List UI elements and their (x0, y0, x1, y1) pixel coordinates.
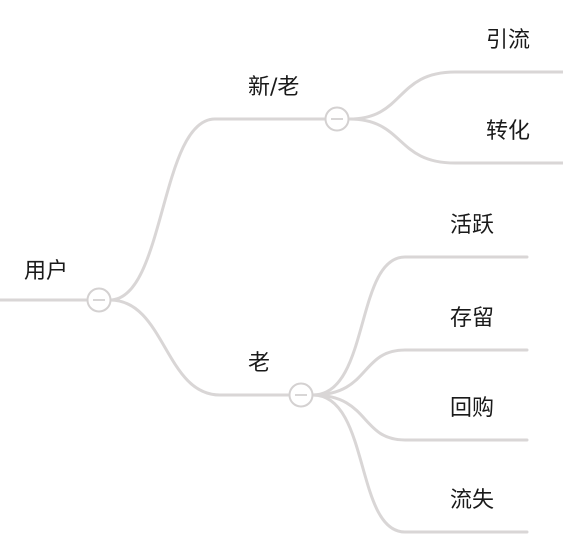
connector-to-yinliu (347, 70, 563, 121)
toggle-old[interactable] (288, 382, 314, 408)
connector-to-zhuanhua (347, 117, 563, 165)
connector-lines (0, 70, 563, 534)
connector-root-to-new-old (108, 117, 327, 302)
root-node-label[interactable]: 用户 (24, 259, 68, 284)
branch-old-label[interactable]: 老 (248, 351, 270, 376)
toggle-new-old[interactable] (324, 106, 350, 132)
connector-to-huigou (311, 393, 529, 442)
connector-to-cunliu (311, 348, 529, 397)
leaf-cunliu-label[interactable]: 存留 (450, 306, 494, 331)
connector-to-huoyue (311, 255, 529, 397)
toggle-root[interactable] (86, 287, 112, 313)
leaf-huoyue-label[interactable]: 活跃 (450, 213, 494, 238)
branch-new-old-label[interactable]: 新/老 (248, 75, 299, 100)
leaf-yinliu-label[interactable]: 引流 (486, 28, 530, 53)
connector-root-to-old (108, 298, 291, 397)
leaf-huigou-label[interactable]: 回购 (450, 396, 494, 421)
leaf-liushi-label[interactable]: 流失 (450, 488, 494, 513)
leaf-zhuanhua-label[interactable]: 转化 (486, 119, 530, 144)
connector-to-liushi (311, 393, 529, 534)
